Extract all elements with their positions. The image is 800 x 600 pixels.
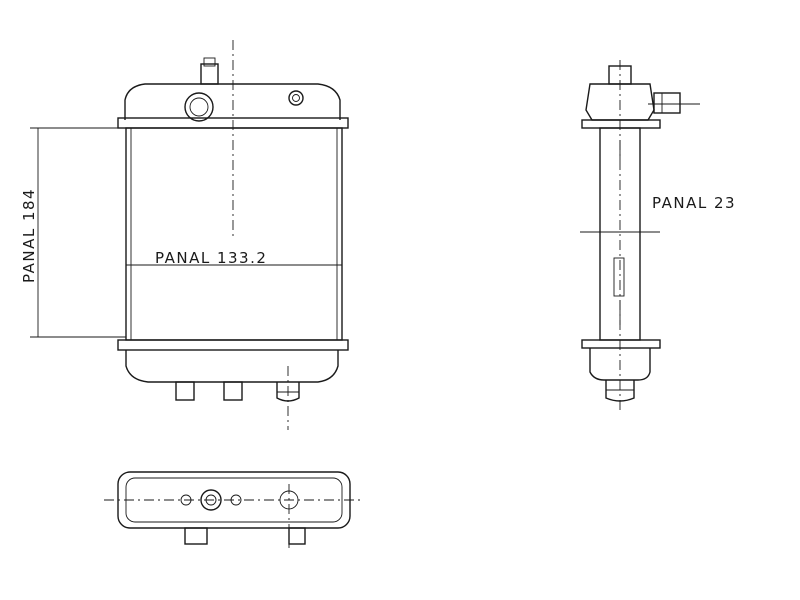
bottom-pipe-2: [288, 527, 306, 545]
height-dimension-label: PANAL 184: [20, 188, 38, 283]
front-pipe-2: [223, 381, 243, 401]
front-port-small-inner: [292, 94, 300, 102]
bottom-pipe-1: [184, 527, 208, 545]
front-port-large-inner: [189, 97, 209, 117]
front-filler-cap: [203, 57, 216, 67]
front-view: [30, 40, 349, 430]
front-filler-neck: [200, 63, 219, 85]
side-outlet-pipe: [653, 92, 681, 114]
bottom-port-center: [200, 489, 222, 511]
front-port-large: [184, 92, 214, 122]
front-pipe-1: [175, 381, 195, 401]
bottom-view: [104, 471, 362, 548]
front-top-tank: [124, 83, 341, 120]
front-bottom-flange: [117, 339, 349, 351]
side-bottom-tank: [589, 348, 651, 381]
width-dimension-label: PANAL 133.2: [155, 249, 267, 267]
front-core: [125, 127, 343, 341]
side-bottom-flange: [581, 339, 661, 349]
front-port-small: [288, 90, 304, 106]
depth-dimension-label: PANAL 23: [652, 194, 736, 212]
bottom-port-right: [230, 494, 242, 506]
side-view: [580, 60, 700, 410]
bottom-port-center-inner: [205, 494, 217, 506]
front-bottom-tank: [125, 350, 339, 383]
side-top-flange: [581, 119, 661, 129]
side-marking: [613, 257, 625, 297]
bottom-port-left: [180, 494, 192, 506]
